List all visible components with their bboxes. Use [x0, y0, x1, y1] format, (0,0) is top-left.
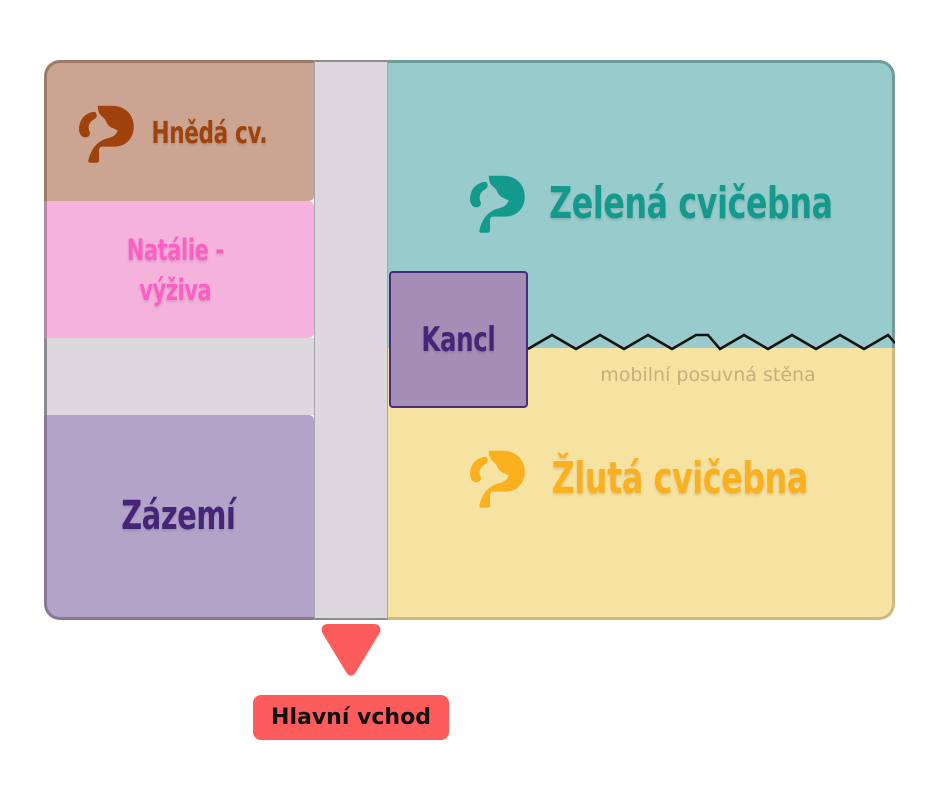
sliding-wall-label: mobilní posuvná stěna [600, 364, 816, 386]
room-label-pink-line2: výživa [139, 272, 212, 307]
room-label-pink-line1: Natálie - [127, 232, 224, 267]
room-brown-training[interactable]: Hnědá cv. [44, 60, 314, 201]
dog-p-logo-icon [73, 101, 135, 165]
corridor [314, 60, 388, 620]
dog-p-logo-icon [464, 171, 526, 235]
room-label-green: Zelená cvičebna [549, 177, 833, 229]
room-natalie-nutrition[interactable]: Natálie - výživa [44, 201, 314, 338]
mobile-sliding-wall [528, 333, 895, 351]
room-yellow-training[interactable]: Žlutá cvičebna [388, 348, 895, 620]
room-label-zazemi: Zázemí [121, 493, 236, 539]
arrow-down-icon [321, 624, 381, 676]
room-label-kancl: Kancl [421, 319, 496, 360]
room-zazemi[interactable]: Zázemí [44, 415, 314, 620]
sliding-wall-zigzag [528, 333, 895, 351]
room-office-kancl[interactable]: Kancl [389, 271, 528, 408]
main-entrance-label[interactable]: Hlavní vchod [253, 695, 449, 740]
room-label-yellow: Žlutá cvičebna [551, 452, 808, 504]
room-hallway-left [44, 338, 314, 415]
dog-p-logo-icon [464, 446, 526, 510]
room-label-brown: Hnědá cv. [151, 115, 268, 151]
